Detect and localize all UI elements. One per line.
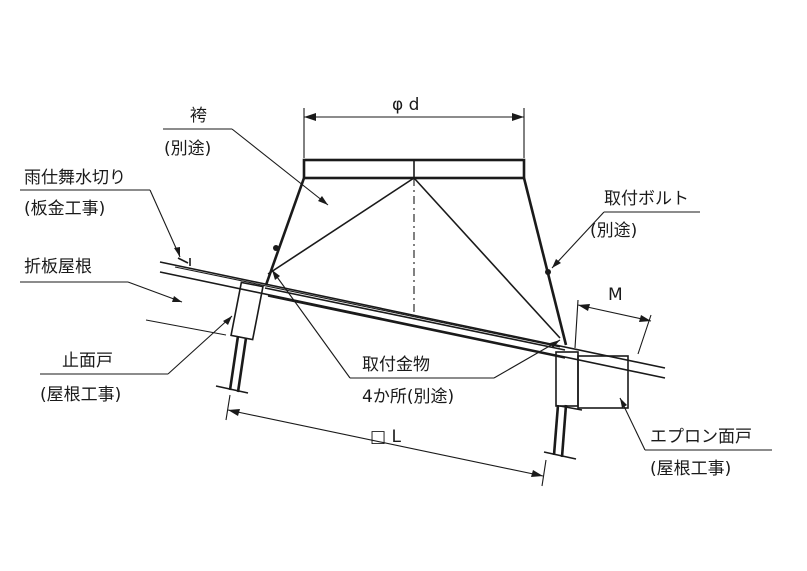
bolt-dot-right — [545, 269, 551, 275]
hakama-body — [264, 177, 568, 346]
label-apron: エプロン面戸 — [650, 427, 752, 447]
internal-bracing — [267, 177, 561, 339]
label-roof: 折板屋根 — [24, 257, 92, 277]
label-hakama-note: (別途) — [164, 139, 211, 159]
label-kanamono: 取付金物 — [362, 355, 430, 375]
leader-roof — [20, 281, 227, 336]
top-flange — [302, 158, 526, 180]
diameter-dimension: φ d — [303, 95, 525, 158]
label-tomemendo-note: (屋根工事) — [40, 385, 121, 405]
m-dimension: M — [574, 285, 652, 355]
label-apron-note: (屋根工事) — [650, 459, 731, 479]
label-bolt-note: (別途) — [590, 221, 637, 241]
leader-apron — [619, 397, 772, 451]
square-dimension: □ L — [225, 394, 547, 487]
square-label: □ L — [370, 427, 401, 447]
roof-panel — [159, 261, 666, 379]
label-hakama: 袴 — [190, 106, 207, 126]
flashing-marks — [177, 257, 191, 266]
right-apron-block — [543, 351, 629, 460]
label-amajimai: 雨仕舞水切り — [24, 168, 126, 188]
leader-hakama — [163, 128, 329, 206]
leader-tomemendo — [40, 315, 233, 375]
diameter-label: φ d — [392, 95, 419, 115]
leader-amajimai — [20, 189, 181, 258]
m-label: M — [608, 285, 623, 305]
leader-kanamono — [271, 269, 561, 379]
leader-bolt — [551, 211, 700, 269]
label-bolt: 取付ボルト — [604, 189, 689, 209]
left-stop-block — [215, 281, 264, 394]
label-tomemendo: 止面戸 — [62, 351, 113, 371]
label-kanamono-note: 4か所(別途) — [362, 387, 454, 407]
bolt-dot-left — [273, 245, 279, 251]
label-amajimai-note: (板金工事) — [24, 199, 105, 219]
